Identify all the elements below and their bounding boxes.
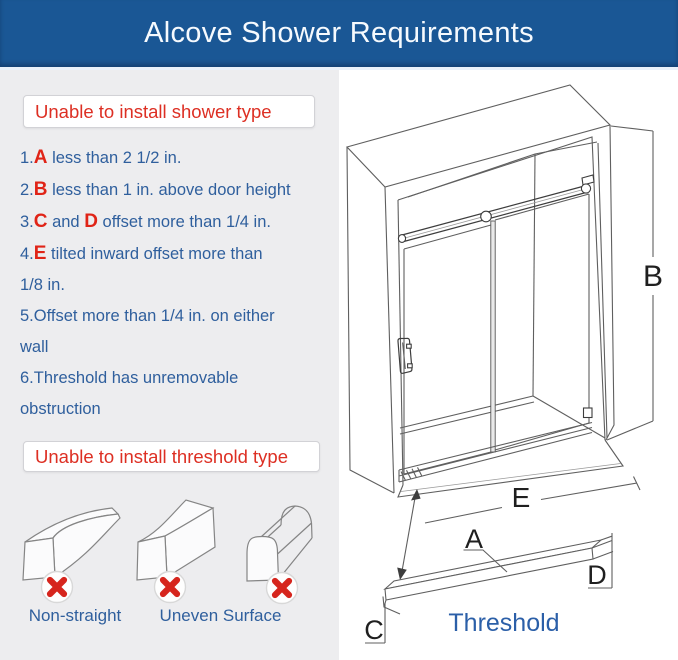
rule-line: wall [20, 338, 49, 356]
rule-line: 1/8 in. [20, 276, 65, 294]
rule-line: 6.Threshold has unremovable [20, 369, 239, 387]
dimension-b: B [606, 125, 663, 441]
x-mark-icon [265, 571, 299, 605]
center-stile [490, 220, 496, 453]
rule-line: 5.Offset more than 1/4 in. on either [20, 307, 275, 325]
dimension-label-e: E [512, 482, 531, 513]
rule-line: 3.C and D offset more than 1/4 in. [20, 211, 271, 232]
header-banner: Alcove Shower Requirements [0, 0, 678, 67]
rule-line: obstruction [20, 400, 101, 418]
x-mark-icon [40, 570, 74, 604]
alcove-diagram: B E A C D Threshold [345, 84, 663, 645]
threshold-part: A C D Threshold [364, 524, 614, 645]
threshold-warning-box: Unable to install threshold type [23, 441, 320, 472]
threshold-figures [22, 499, 313, 605]
rules-list: 1.A less than 2 1/2 in. 2.B less than 1 i… [20, 142, 330, 425]
floor-track [397, 421, 624, 498]
shower-warning-box: Unable to install shower type [23, 95, 315, 128]
page-title: Alcove Shower Requirements [144, 17, 534, 49]
curved-threshold-figure [22, 507, 121, 581]
roller-wheel [580, 183, 592, 194]
shower-warning-title: Unable to install shower type [35, 100, 272, 122]
rule-line: 1.A less than 2 1/2 in. [20, 147, 182, 168]
dimension-label-b: B [643, 260, 663, 293]
dimension-label-d: D [587, 560, 607, 590]
threshold-caption: Threshold [448, 609, 559, 637]
header-divider [0, 67, 678, 70]
door-guide-bracket [582, 407, 593, 419]
uneven-surface-threshold-figure [136, 499, 216, 581]
x-mark-icon [153, 570, 187, 604]
rule-line: 2.B less than 1 in. above door height [20, 179, 291, 200]
alcove-structure [345, 84, 615, 494]
threshold-arrow [397, 489, 421, 580]
threshold-warning-title: Unable to install threshold type [35, 445, 288, 467]
rule-line: 4.E tilted inward offset more than [20, 243, 263, 264]
roller-wheel [480, 210, 492, 223]
dimension-label-c: C [364, 615, 384, 645]
dimension-e: E [424, 476, 641, 524]
figure-label-uneven-surface: Uneven Surface [159, 606, 282, 625]
top-roller-bar [397, 174, 595, 243]
door-handle [397, 337, 413, 374]
figure-label-non-straight: Non-straight [28, 606, 122, 625]
dimension-label-a: A [465, 524, 483, 554]
round-top-threshold-figure [246, 505, 313, 582]
